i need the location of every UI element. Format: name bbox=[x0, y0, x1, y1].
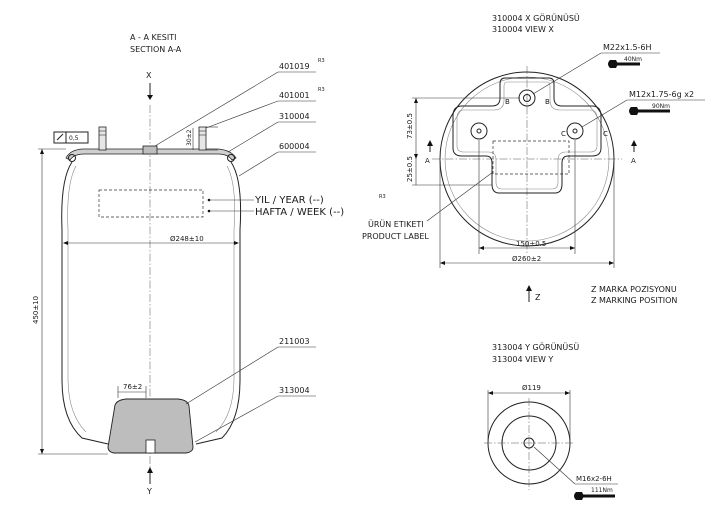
part-401001: 401001 bbox=[279, 91, 310, 100]
dim-150: 150±0.5 bbox=[516, 240, 546, 248]
left-stud-inner bbox=[476, 128, 482, 134]
date-label-area: YIL / YEAR (--) HAFTA / WEEK (--) bbox=[98, 189, 344, 218]
stud-height-dimension: 30±2 bbox=[186, 126, 218, 151]
view-y-title-tr: 313004 Y GÖRÜNÜSÜ bbox=[492, 342, 579, 352]
view-y-arrowhead bbox=[147, 467, 153, 473]
label-b-2: B bbox=[545, 98, 550, 106]
bellow-outline bbox=[61, 161, 242, 445]
part-313004: 313004 bbox=[279, 386, 310, 395]
piston-base-thread bbox=[523, 437, 535, 449]
dim-stud-spacing: 30±2 bbox=[186, 129, 193, 146]
dim-150-group: 150±0.5 bbox=[478, 140, 576, 254]
product-label-tr: ÜRÜN ETIKETI bbox=[368, 219, 424, 229]
view-x: 310004 X GÖRÜNÜSÜ 310004 VIEW X B B C C … bbox=[362, 13, 705, 305]
label-a-left: A bbox=[425, 157, 430, 165]
view-y-marker: Y bbox=[146, 487, 152, 496]
dim-73: 73±0.5 bbox=[406, 113, 414, 139]
part-401019: 401019 bbox=[279, 62, 310, 71]
label-b: B bbox=[505, 98, 510, 106]
part-number-callouts: 401019 R3 401001 R3 310004 600004 211003… bbox=[154, 58, 325, 443]
dim-73-group: 73±0.5 bbox=[406, 97, 520, 159]
wrench-icon-3 bbox=[574, 492, 615, 500]
thread-m16: M16x2-6H bbox=[576, 475, 612, 483]
thread-m22: M22x1.5-6H bbox=[603, 43, 652, 52]
wrench-icon bbox=[608, 60, 640, 68]
top-plate bbox=[65, 126, 237, 162]
right-stud-inner bbox=[572, 128, 578, 134]
z-position-en: Z MARKING POSITION bbox=[591, 296, 677, 305]
part-310004: 310004 bbox=[279, 112, 310, 121]
view-y: 313004 Y GÖRÜNÜSÜ 313004 VIEW Y Ø119 M16… bbox=[484, 342, 618, 500]
dim-25: 25±0.5 bbox=[406, 156, 414, 182]
z-marker: Z bbox=[535, 293, 541, 302]
z-arrowhead bbox=[526, 285, 532, 291]
tolerance-value: 0,5 bbox=[69, 135, 79, 142]
diameter-dimension: Ø248±10 bbox=[63, 235, 239, 245]
left-stud-outer bbox=[470, 122, 488, 140]
dim-260-group: Ø260±2 bbox=[439, 159, 615, 268]
label-week: HAFTA / WEEK (--) bbox=[255, 207, 344, 218]
height-dimension: 450±10 bbox=[32, 148, 108, 455]
revision-mark-2: R3 bbox=[318, 87, 325, 93]
dim-25-group: 25±0.5 bbox=[406, 156, 492, 186]
view-x-title-en: 310004 VIEW X bbox=[492, 25, 554, 34]
part-600004: 600004 bbox=[279, 142, 310, 151]
dim-260: Ø260±2 bbox=[512, 255, 541, 263]
z-position-tr: Z MARKA POZISYONU bbox=[591, 285, 677, 294]
piston bbox=[107, 398, 194, 454]
right-stud-outer bbox=[566, 122, 584, 140]
label-c-2: C bbox=[603, 130, 608, 138]
view-x-title-tr: 310004 X GÖRÜNÜSÜ bbox=[492, 13, 580, 23]
thread-m12: M12x1.75-6g x2 bbox=[629, 90, 694, 99]
plate-cross-inner bbox=[456, 81, 598, 190]
wrench-icon-2 bbox=[629, 107, 670, 115]
view-y-title-en: 313004 VIEW Y bbox=[492, 355, 553, 364]
dim-piston: 76±2 bbox=[123, 383, 142, 391]
bellow-inner-outline bbox=[67, 165, 235, 433]
dim-height: 450±10 bbox=[32, 296, 40, 324]
section-a-a-view: A - A KESITI SECTION A-A X 0,5 bbox=[32, 33, 344, 496]
geometric-tolerance-box: 0,5 bbox=[53, 131, 89, 144]
piston-dimension: 76±2 bbox=[117, 383, 147, 398]
product-label-rev: R3 bbox=[379, 194, 386, 200]
view-x-arrowhead bbox=[147, 95, 153, 100]
dim-diameter: Ø248±10 bbox=[170, 235, 204, 243]
view-x-marker: X bbox=[146, 71, 152, 80]
section-arrow-left bbox=[427, 140, 433, 146]
part-211003: 211003 bbox=[279, 337, 310, 346]
dim-119: Ø119 bbox=[522, 384, 541, 392]
center-port-inner bbox=[523, 94, 531, 102]
label-c: C bbox=[561, 130, 566, 138]
torque-40: 40Nm bbox=[624, 56, 642, 63]
product-label-en: PRODUCT LABEL bbox=[362, 232, 429, 241]
label-year: YIL / YEAR (--) bbox=[254, 195, 324, 206]
revision-mark: R3 bbox=[318, 58, 325, 64]
section-arrow-right bbox=[631, 140, 637, 146]
label-a-right: A bbox=[631, 157, 636, 165]
torque-90: 90Nm bbox=[652, 103, 670, 110]
dim-119-group: Ø119 bbox=[487, 384, 571, 440]
product-label-box bbox=[492, 140, 570, 175]
section-title-en: SECTION A-A bbox=[130, 45, 182, 54]
torque-111: 111Nm bbox=[591, 487, 613, 494]
plate-cross-outline bbox=[452, 77, 602, 194]
section-title-tr: A - A KESITI bbox=[130, 33, 176, 42]
